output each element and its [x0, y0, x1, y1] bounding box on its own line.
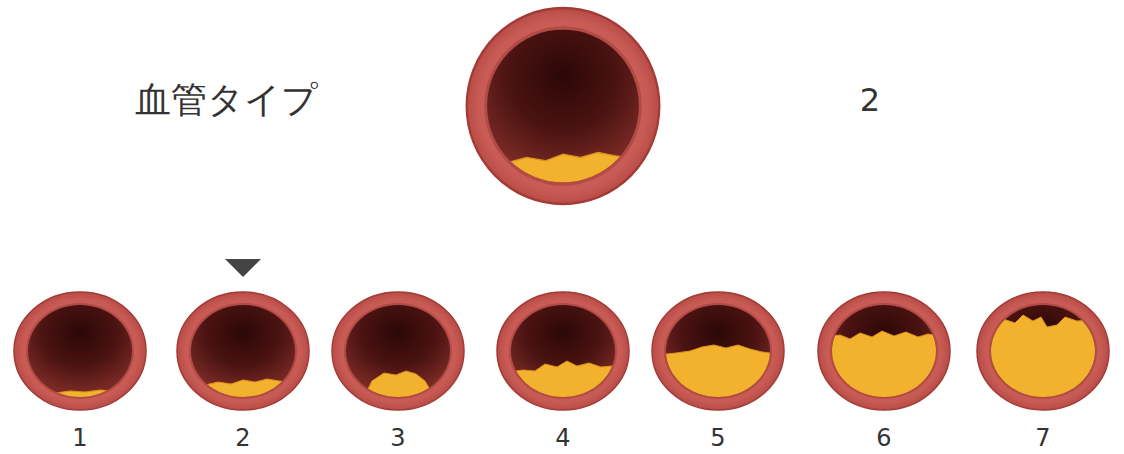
selection-marker	[225, 259, 261, 277]
stage-number: 5	[652, 424, 784, 452]
stage-number: 2	[177, 424, 309, 452]
vessel-stage-box: 4	[497, 292, 629, 452]
vessel-6	[818, 292, 950, 411]
vessel-stage-box: 7	[977, 292, 1109, 452]
stage-number: 7	[977, 424, 1109, 452]
stage-number: 3	[332, 424, 464, 452]
large-vessel	[467, 8, 660, 206]
vessel-4	[497, 292, 629, 411]
type-number: 2	[860, 81, 880, 119]
stage-number: 6	[818, 424, 950, 452]
vessel-stage-box: 3	[332, 292, 464, 452]
stage-number: 4	[497, 424, 629, 452]
vessel-stage-box: 6	[818, 292, 950, 452]
vessel-1	[14, 292, 146, 411]
vessel-stage-box: 2	[177, 292, 309, 452]
vessel-2	[177, 292, 309, 411]
vessel-7	[977, 292, 1109, 411]
vessel-3	[332, 292, 464, 411]
vessel-stage-box: 1	[14, 292, 146, 452]
stage-number: 1	[14, 424, 146, 452]
heading-label: 血管タイプ	[135, 78, 318, 121]
vessel-stage-box: 5	[652, 292, 784, 452]
vessel-5	[652, 292, 784, 411]
